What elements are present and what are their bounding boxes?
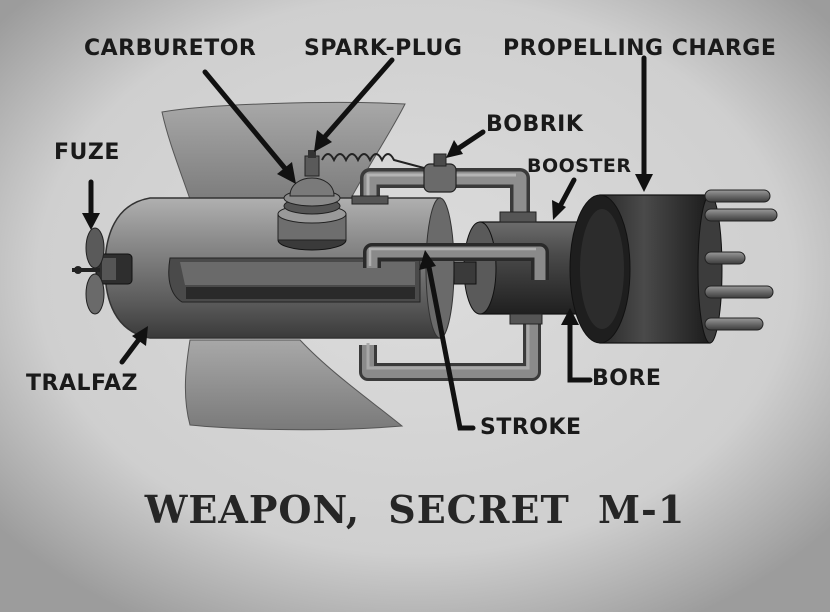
leader-arrows	[82, 55, 653, 431]
label-propelling-charge: PROPELLING CHARGE	[503, 36, 777, 61]
label-fuze: FUZE	[54, 140, 120, 165]
propeller-blade-bottom	[85, 273, 105, 315]
bobrik-valve	[423, 163, 457, 193]
upper-fin	[161, 101, 406, 206]
label-bobrik: BOBRIK	[486, 112, 584, 137]
label-carburetor: CARBURETOR	[84, 36, 257, 61]
propeller-blade-top	[85, 227, 105, 269]
label-booster: BOOSTER	[527, 155, 632, 177]
label-tralfaz: TRALFAZ	[26, 371, 138, 396]
exhaust-tubes	[704, 189, 778, 331]
spark-coil	[321, 153, 425, 169]
label-bore: BORE	[592, 366, 662, 391]
spark-plug	[304, 155, 320, 177]
label-stroke: STROKE	[480, 415, 582, 440]
diagram-title: WEAPON, SECRET M-1	[144, 487, 686, 532]
lower-fin	[184, 339, 404, 431]
label-spark-plug: SPARK-PLUG	[304, 36, 463, 61]
